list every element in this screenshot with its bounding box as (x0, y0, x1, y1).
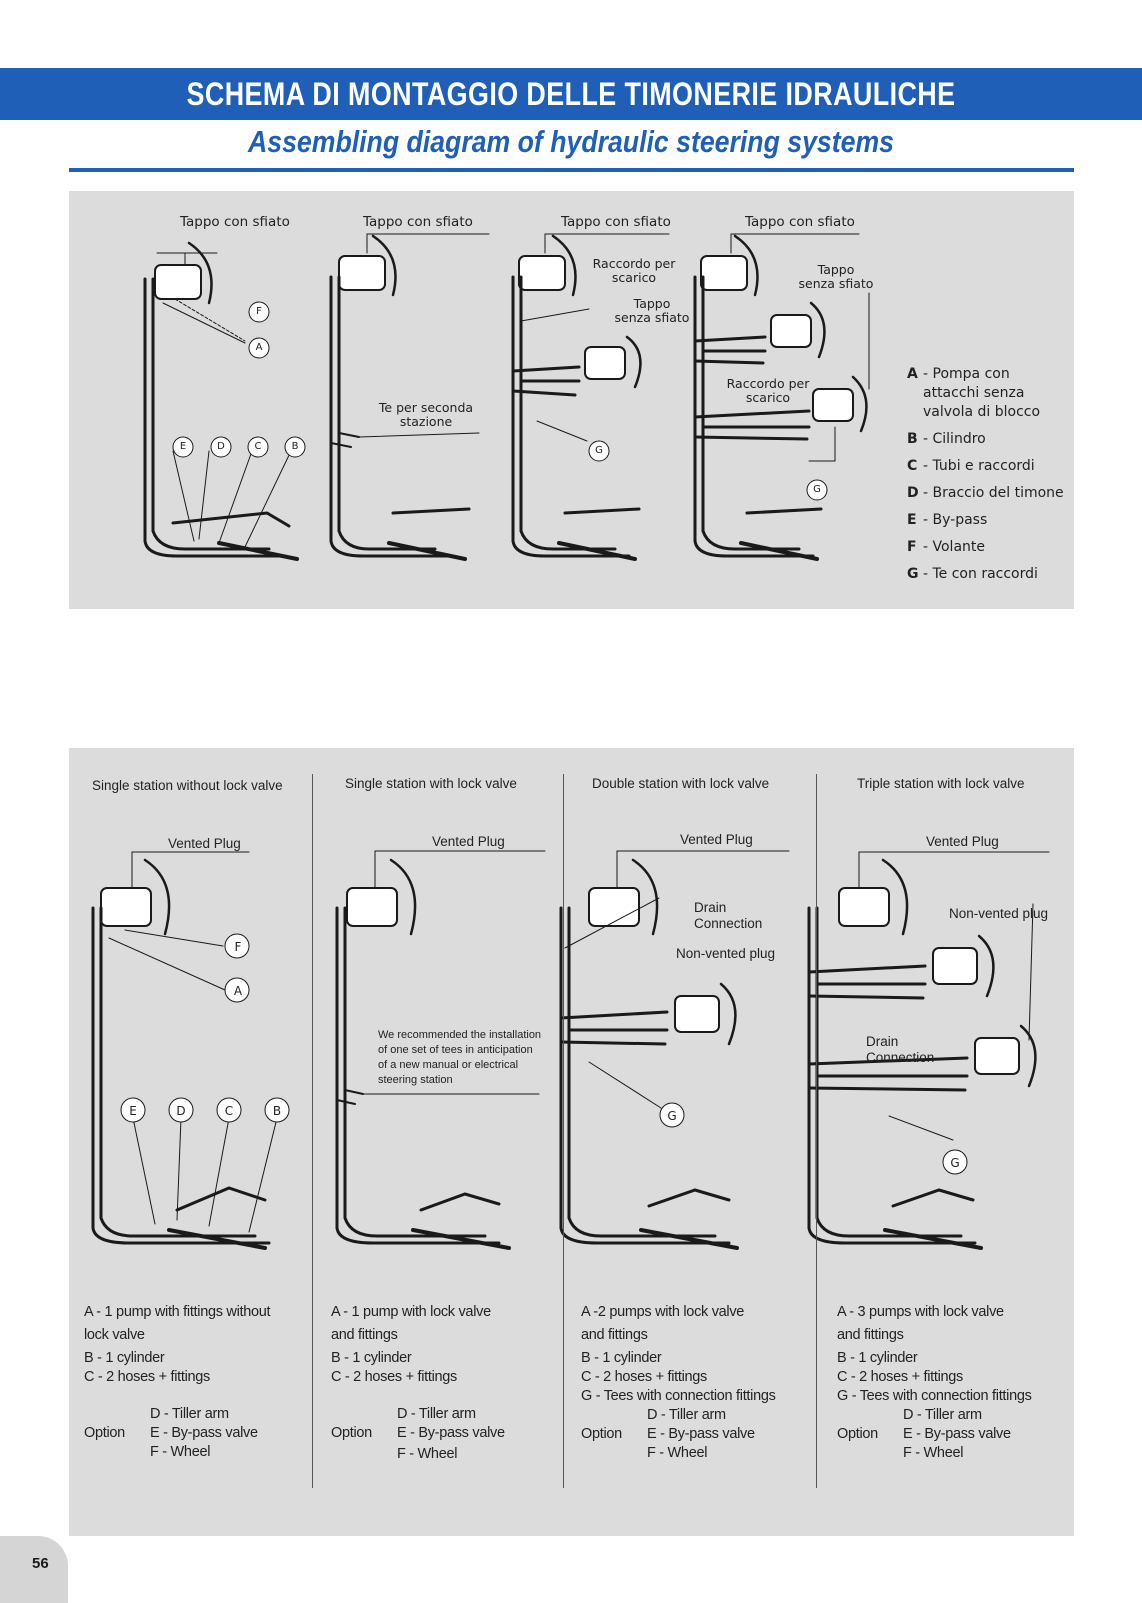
diagram-en-single-lock (335, 850, 546, 1250)
legend-row-f: F- Volante (907, 539, 986, 555)
header-rule (69, 168, 1074, 172)
en-circle-e: E (129, 1104, 137, 1118)
legend-row-g: G- Te con raccordi (907, 566, 1038, 582)
italian-diagram-panel: F A E D C B G G Tappo con sfiato Tappo c… (69, 191, 1074, 609)
circle-label-g-4: G (813, 484, 821, 495)
column-title-2: Single station with lock valve (345, 776, 517, 791)
legend-row-a: A- Pompa con attacchi senza valvola di b… (907, 366, 1041, 420)
circle-label-a: A (255, 342, 263, 353)
page-number: 56 (32, 1555, 49, 1572)
legend-row-c: C- Tubi e raccordi (907, 458, 1035, 474)
vented-plug-label-2: Tappo con sfiato (363, 214, 473, 230)
drain-connection-label-3: Drain Connection (694, 900, 763, 931)
diagram-en-triple-lock (807, 851, 1050, 1250)
english-diagram-panel (69, 748, 1074, 1536)
drain-label-4: Raccordo per scarico (726, 376, 810, 405)
legend-row-e: E- By-pass (907, 512, 988, 528)
non-vented-plug-label-3: Non-vented plug (676, 946, 776, 961)
vented-plug-label-en-2: Vented Plug (432, 834, 505, 849)
diagram-single-lock (329, 233, 490, 561)
circle-label-e: E (179, 441, 187, 452)
en-circle-g-3: G (667, 1109, 677, 1123)
vented-plug-label-en-3: Vented Plug (680, 832, 753, 847)
column-divider-3 (816, 774, 817, 1488)
recommendation-note: We recommended the installation of one s… (378, 1029, 542, 1086)
english-diagram-drawings (91, 850, 1050, 1250)
title-banner: SCHEMA DI MONTAGGIO DELLE TIMONERIE IDRA… (0, 68, 1142, 120)
drain-connection-label-4: Drain Connection (866, 1034, 935, 1065)
diagram-triple-lock (693, 233, 870, 561)
drain-label-3: Raccordo per scarico (592, 256, 676, 285)
legend-row-b: B- Cilindro (907, 431, 986, 447)
non-vented-label-4: Tappo senza sfiato (798, 262, 874, 291)
en-circle-d: D (176, 1104, 186, 1118)
circle-label-f: F (256, 306, 262, 317)
diagram-en-double-lock (559, 850, 790, 1250)
vented-plug-label-3: Tappo con sfiato (561, 214, 671, 230)
column-divider-1 (312, 774, 313, 1488)
column-title-3: Double station with lock valve (592, 776, 770, 791)
spec-column-2: A - 1 pump with lock valve and fittings … (331, 1304, 505, 1462)
en-circle-b: B (272, 1104, 282, 1118)
diagram-single-no-lock (143, 241, 299, 561)
en-circle-f: F (234, 940, 242, 954)
non-vented-plug-label-4: Non-vented plug (949, 906, 1049, 921)
second-station-label: Te per seconda stazione (378, 400, 474, 429)
legend-row-d: D- Braccio del timone (907, 485, 1064, 501)
circle-label-b: B (291, 441, 299, 452)
en-circle-g-4: G (950, 1156, 960, 1170)
vented-plug-label-1: Tappo con sfiato (180, 214, 290, 230)
circle-label-c: C (254, 441, 262, 452)
circle-label-g-3: G (595, 445, 603, 456)
spec-column-4: A - 3 pumps with lock valve and fittings… (837, 1304, 1032, 1461)
column-title-4: Triple station with lock valve (857, 776, 1025, 791)
vented-plug-label-en-4: Vented Plug (926, 834, 999, 849)
diagram-double-lock (511, 233, 670, 561)
en-circle-a: A (233, 984, 243, 998)
diagram-en-single-no-lock (91, 851, 278, 1250)
column-divider-2 (563, 774, 564, 1488)
italian-diagram-drawings (143, 233, 870, 561)
spec-column-3: A -2 pumps with lock valve and fittings … (581, 1304, 776, 1461)
vented-plug-label-4: Tappo con sfiato (745, 214, 855, 230)
vented-plug-label-en-1: Vented Plug (168, 836, 241, 851)
non-vented-label-3: Tappo senza sfiato (614, 296, 690, 325)
spec-column-1: A - 1 pump with fittings without lock va… (84, 1304, 271, 1460)
column-title-1: Single station without lock valve (92, 778, 283, 793)
circle-label-d: D (217, 441, 225, 452)
page-number-tab (0, 1536, 68, 1603)
title-italian: SCHEMA DI MONTAGGIO DELLE TIMONERIE IDRA… (186, 76, 956, 112)
title-english: Assembling diagram of hydraulic steering… (248, 124, 894, 159)
italian-legend: A- Pompa con attacchi senza valvola di b… (907, 365, 1072, 592)
en-circle-c: C (224, 1104, 234, 1118)
